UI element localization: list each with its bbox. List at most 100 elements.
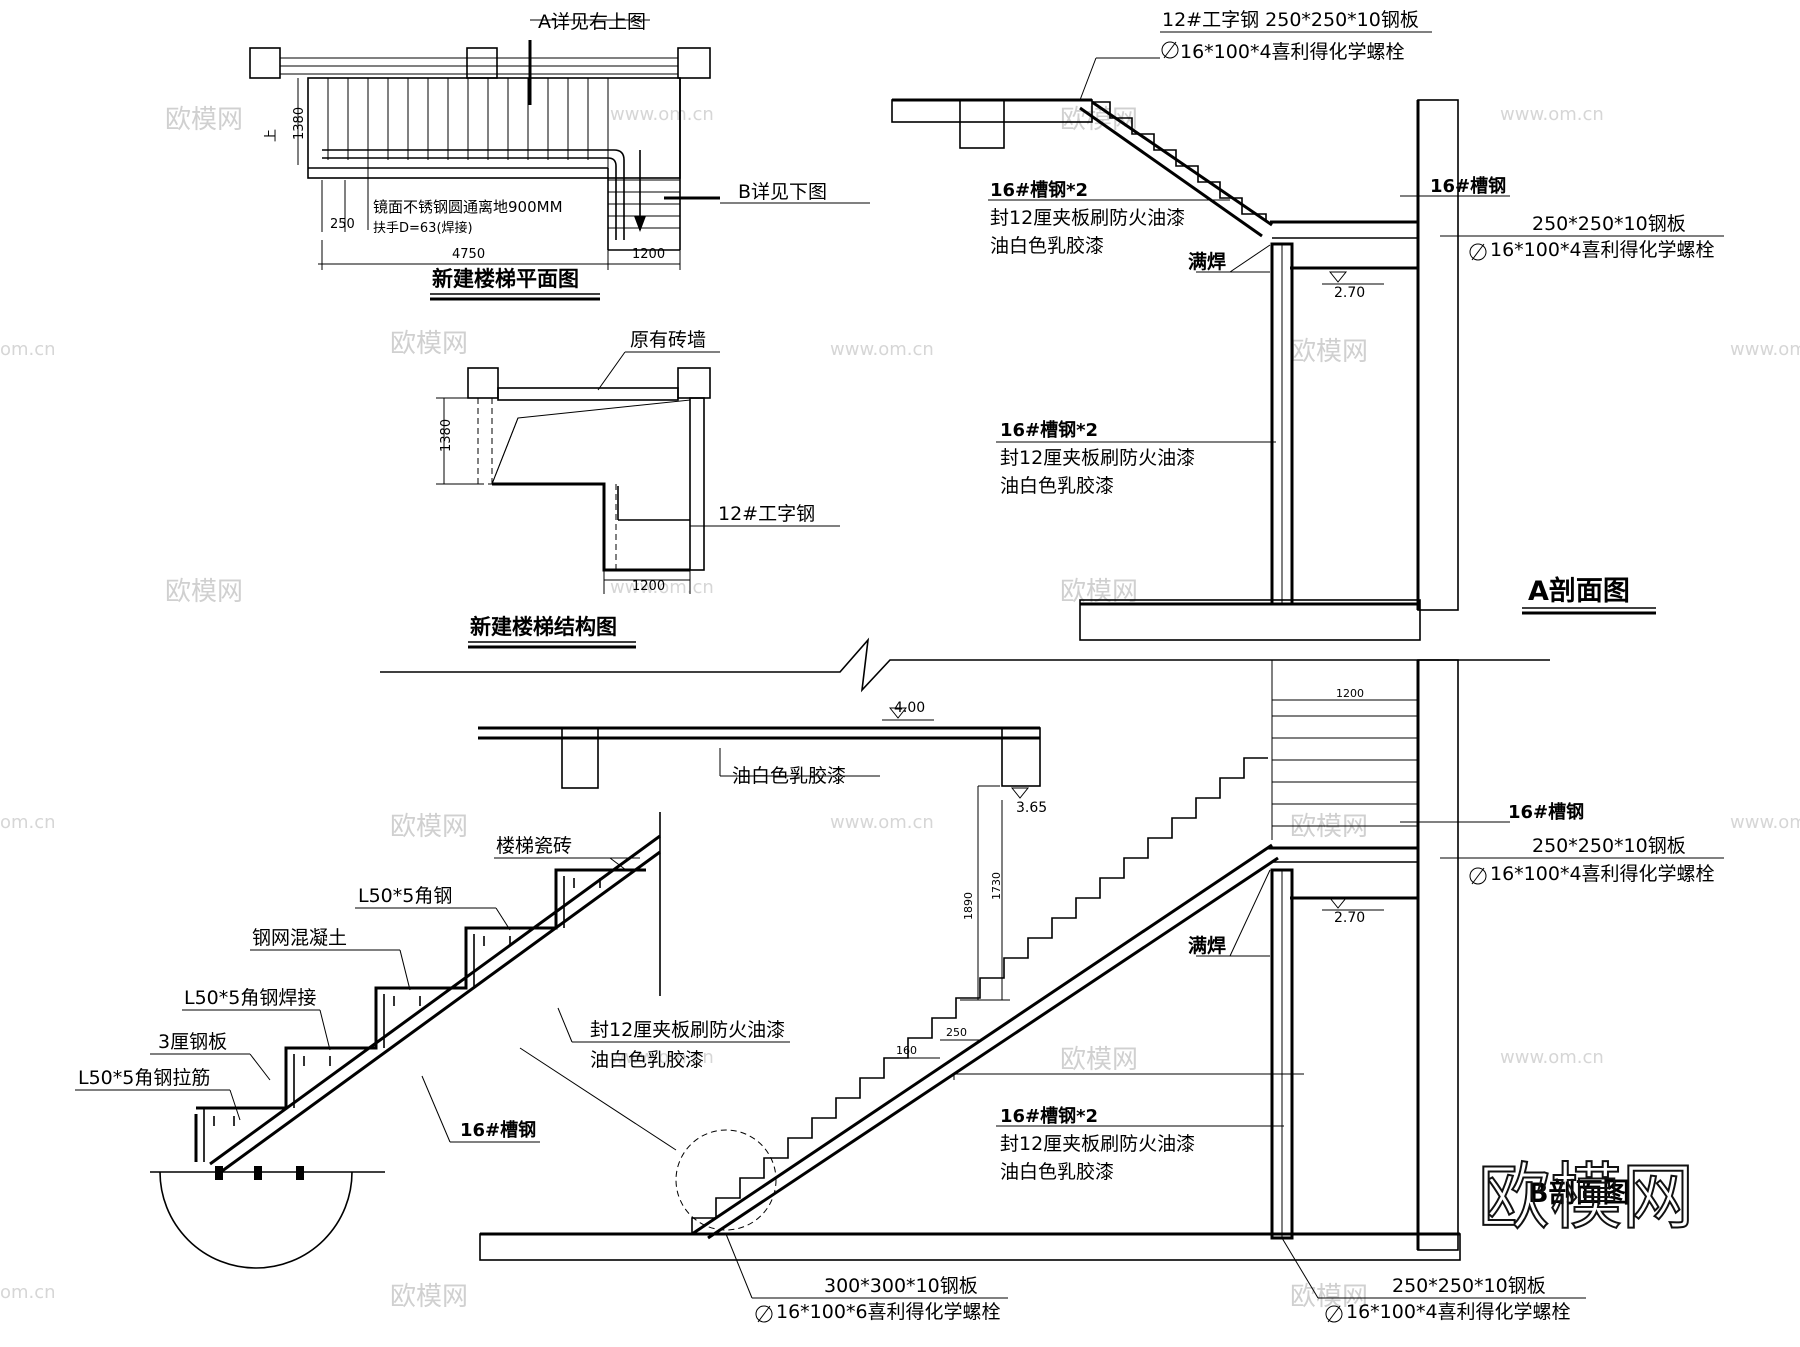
watermark-logo: 欧模网: [390, 329, 468, 359]
wall-column: [677, 367, 711, 399]
stair-tile-label: 楼梯瓷砖: [496, 835, 572, 857]
column-latex-label: 油白色乳胶漆: [1000, 475, 1114, 497]
dim-1200: 1200: [632, 247, 665, 262]
channel-steel-label: 16#槽钢*2: [1000, 1105, 1098, 1127]
latex-paint-label: 油白色乳胶漆: [732, 765, 846, 787]
stair-plan-view: A详见右上图 B详见下图 1380 上 镜面不锈钢圆通离地900MM 扶手D=6…: [249, 11, 870, 301]
watermark-domain: www.om.cn: [610, 577, 714, 598]
elevation-400: 4.00: [894, 700, 925, 716]
watermark-domain: www.om.cn: [610, 104, 714, 125]
full-weld-label: 满焊: [1188, 934, 1226, 957]
channel-steel-label: 16#槽钢*2: [990, 179, 1088, 201]
dim-1380: 1380: [439, 419, 454, 452]
anchor-bolts: [215, 1166, 304, 1180]
dim-1890: 1890: [962, 892, 975, 920]
dim-250: 250: [946, 1026, 967, 1039]
beam: [561, 727, 599, 789]
anchor-bolt-label: 16*100*4喜利得化学螺栓: [1180, 41, 1405, 63]
ibeam-plate-label: 12#工字钢 250*250*10钢板: [1162, 9, 1419, 31]
ibeam-label: 12#工字钢: [718, 503, 815, 525]
ibeam-frame: [492, 482, 690, 572]
wall-column: [467, 367, 499, 399]
anchor-bolt-label: 16*100*4喜利得化学螺栓: [1490, 239, 1715, 261]
watermark-logo: 欧模网: [1060, 1045, 1138, 1075]
section-b-view: 4.00 1200 油白色乳胶漆 3.65 1890 1730 16#槽钢: [478, 659, 1724, 1323]
column-board-label: 封12厘夹板刷防火油漆: [1000, 447, 1195, 469]
watermark-logo: 欧模网: [1290, 812, 1368, 842]
existing-brick-wall: [497, 387, 679, 401]
angle-tie-label: L50*5角钢拉筋: [78, 1067, 210, 1089]
watermark-domain: www.om.cn: [1730, 812, 1800, 833]
watermark-domain: om.cn: [0, 1282, 56, 1303]
channel16-label: 16#槽钢: [1430, 175, 1506, 197]
corner-logo-watermark: 欧模网: [1478, 1155, 1694, 1239]
handrail: [322, 149, 625, 240]
wall-column: [249, 47, 281, 79]
column-channel-label: 16#槽钢*2: [1000, 419, 1098, 441]
wall-column: [677, 47, 711, 79]
full-weld-label: 满焊: [1188, 250, 1226, 273]
channel16-label: 16#槽钢: [460, 1119, 536, 1141]
dim-1380: 1380: [292, 107, 307, 140]
stair-up-mark: 上: [264, 129, 279, 142]
upper-stair-treads: [1272, 715, 1418, 827]
beam: [959, 99, 1005, 149]
angle-weld-label: L50*5角钢焊接: [184, 987, 316, 1009]
column-base-bolt-label: 16*100*4喜利得化学螺栓: [1346, 1301, 1571, 1323]
handrail-note-2: 扶手D=63(焊接): [373, 220, 473, 236]
elevation-270: 2.70: [1334, 910, 1365, 926]
step-detail-view: 楼梯瓷砖 L50*5角钢 钢网混凝土 L50*5角钢焊接 3厘钢板 L50*5角…: [75, 812, 790, 1269]
watermark-logo: 欧模网: [1290, 337, 1368, 367]
existing-wall: [1417, 659, 1459, 1251]
dim-1200: 1200: [1336, 687, 1364, 700]
plan-view-title: 新建楼梯平面图: [432, 267, 579, 291]
fireproof-board-label: 封12厘夹板刷防火油漆: [990, 207, 1185, 229]
section-a-title: A剖面图: [1528, 575, 1630, 607]
watermark-domain: www.om.cn: [830, 339, 934, 360]
watermark-domain: om.cn: [0, 339, 56, 360]
elevation-365: 3.65: [1016, 800, 1047, 816]
brick-wall-label: 原有砖墙: [630, 329, 706, 351]
dim-1200: 1200: [632, 579, 665, 594]
dim-250: 250: [330, 217, 355, 232]
watermark-logo: 欧模网: [1290, 1282, 1368, 1312]
dim-160: 160: [896, 1044, 917, 1057]
watermark-domain: www.om.cn: [1730, 339, 1800, 360]
stringer: [691, 843, 1273, 1236]
latex-paint-label: 油白色乳胶漆: [590, 1049, 704, 1071]
stair-steps: [691, 757, 1268, 1234]
watermark-domain: www.om.cn: [1500, 104, 1604, 125]
ground: [1079, 599, 1421, 641]
column-base-plate-label: 250*250*10钢板: [1392, 1275, 1546, 1297]
watermark-logo: 欧模网: [165, 105, 243, 135]
dim-4750: 4750: [452, 247, 485, 262]
stair-treads: [327, 78, 680, 229]
watermark-logo: 欧模网: [390, 812, 468, 842]
detail-b-callout: B详见下图: [738, 181, 827, 203]
channel16-label: 16#槽钢: [1508, 801, 1584, 823]
steel-plate-label: 250*250*10钢板: [1532, 835, 1686, 857]
detail-circle: [675, 1129, 777, 1231]
break-line: [380, 637, 1550, 693]
step-brackets: [213, 878, 601, 1126]
handrail-note-1: 镜面不锈钢圆通离地900MM: [373, 198, 563, 216]
angle-steel-label: L50*5角钢: [358, 885, 452, 907]
anchor-bolt-label: 16*100*4喜利得化学螺栓: [1490, 863, 1715, 885]
beam: [1001, 727, 1041, 787]
watermark-domain: www.om.cn: [830, 812, 934, 833]
watermark-logo: 欧模网: [1060, 577, 1138, 607]
steel-plate-label: 250*250*10钢板: [1532, 213, 1686, 235]
base-bolt-label: 16*100*6喜利得化学螺栓: [776, 1301, 1001, 1323]
watermark-logo: 欧模网: [165, 577, 243, 607]
mesh-concrete-label: 钢网混凝土: [252, 927, 347, 949]
watermark-domain: om.cn: [0, 812, 56, 833]
base-plate-label: 300*300*10钢板: [824, 1275, 978, 1297]
ground: [479, 1233, 1461, 1261]
foundation: [159, 1171, 353, 1269]
detail-a-callout: A详见右上图: [538, 11, 646, 33]
watermark-domain: www.om.cn: [1500, 1047, 1604, 1068]
watermark-domain: www.om.cn: [610, 1047, 714, 1068]
steel-plate-3mm-label: 3厘钢板: [158, 1031, 227, 1053]
latex-paint-label: 油白色乳胶漆: [990, 235, 1104, 257]
